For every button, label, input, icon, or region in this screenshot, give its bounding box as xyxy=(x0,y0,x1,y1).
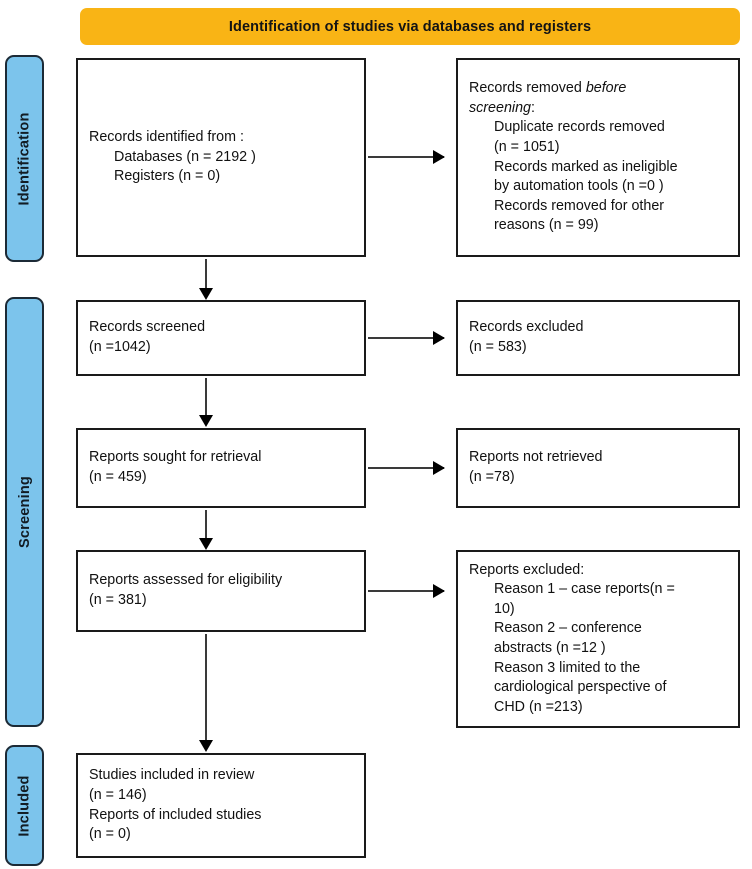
box-line: (n =1042) xyxy=(89,339,151,355)
box-line: Reason 2 – conference xyxy=(494,620,642,637)
box-reports-sought-for-retrieval: Reports sought for retrieval (n = 459) xyxy=(76,428,366,508)
phase-label-identification: Identification xyxy=(5,55,44,262)
box-reports-not-retrieved: Reports not retrieved (n =78) xyxy=(456,428,740,508)
box-records-removed-before-screening: Records removed before screening: Duplic… xyxy=(456,58,740,257)
box-line: Studies included in review xyxy=(89,767,255,784)
box-line: (n = 0) xyxy=(89,826,131,843)
box-line: (n = 1051) xyxy=(494,138,560,155)
box-line: (n =78) xyxy=(469,469,515,485)
box-studies-included-in-review: Studies included in review (n = 146) Rep… xyxy=(76,753,366,858)
arrow-screened-to-excluded-icon xyxy=(368,331,445,345)
box-line: by automation tools (n =0 ) xyxy=(494,178,664,195)
arrow-assessed-to-excluded-icon xyxy=(368,584,445,598)
box-line: Records excluded xyxy=(469,319,584,336)
box-line: Reports of included studies xyxy=(89,806,262,823)
box-line: Records removed before xyxy=(469,80,627,97)
box-line: (n = 381) xyxy=(89,592,147,608)
box-line: (n = 146) xyxy=(89,786,147,803)
box-line: screening: xyxy=(469,99,535,116)
banner-title: Identification of studies via databases … xyxy=(228,18,592,35)
box-line: Reason 3 limited to the xyxy=(494,659,641,676)
box-records-screened: Records screened (n =1042) xyxy=(76,300,366,376)
box-line: (n = 583) xyxy=(469,339,527,355)
box-line: (n = 459) xyxy=(89,469,147,485)
box-line: Reports excluded: xyxy=(469,561,585,578)
box-line: Reports assessed for eligibility xyxy=(89,572,283,589)
box-line: abstracts (n =12 ) xyxy=(494,640,606,656)
phase-label-screening-text: Screening xyxy=(16,476,33,548)
box-reports-assessed-for-eligibility: Reports assessed for eligibility (n = 38… xyxy=(76,550,366,632)
box-line: Databases (n = 2192 ) xyxy=(114,148,256,165)
box-line: Records removed for other xyxy=(494,197,665,214)
box-line: Records screened xyxy=(89,319,206,336)
box-records-excluded: Records excluded (n = 583) xyxy=(456,300,740,376)
box-line: Reports not retrieved xyxy=(469,449,603,466)
box-line: Registers (n = 0) xyxy=(114,168,221,185)
box-line: Reason 1 – case reports(n = xyxy=(494,581,675,598)
box-line: Records identified from : xyxy=(89,129,244,146)
box-line: Reports sought for retrieval xyxy=(89,449,262,466)
banner-identification-header: Identification of studies via databases … xyxy=(80,8,740,45)
box-records-identified: Records identified from : Databases (n =… xyxy=(76,58,366,257)
box-reports-excluded: Reports excluded: Reason 1 – case report… xyxy=(456,550,740,728)
box-line: CHD (n =213) xyxy=(494,698,583,715)
box-line: Duplicate records removed xyxy=(494,119,665,136)
emphasis-before: before xyxy=(585,80,627,97)
box-line: reasons (n = 99) xyxy=(494,217,599,234)
arrow-sought-to-assessed-icon xyxy=(199,510,213,550)
phase-label-screening: Screening xyxy=(5,297,44,727)
arrow-sought-to-not-retrieved-icon xyxy=(368,461,445,475)
phase-label-included-text: Included xyxy=(16,774,33,837)
emphasis-screening: screening xyxy=(469,99,531,116)
arrow-screened-to-sought-icon xyxy=(199,378,213,427)
arrow-identified-to-removed-icon xyxy=(368,150,445,164)
arrow-assessed-to-included-icon xyxy=(199,634,213,752)
phase-label-included: Included xyxy=(5,745,44,866)
arrow-identified-to-screened-icon xyxy=(199,259,213,300)
phase-label-identification-text: Identification xyxy=(16,111,33,206)
box-line: Records marked as ineligible xyxy=(494,158,678,175)
box-line: 10) xyxy=(494,600,515,617)
box-line: cardiological perspective of xyxy=(494,679,667,696)
